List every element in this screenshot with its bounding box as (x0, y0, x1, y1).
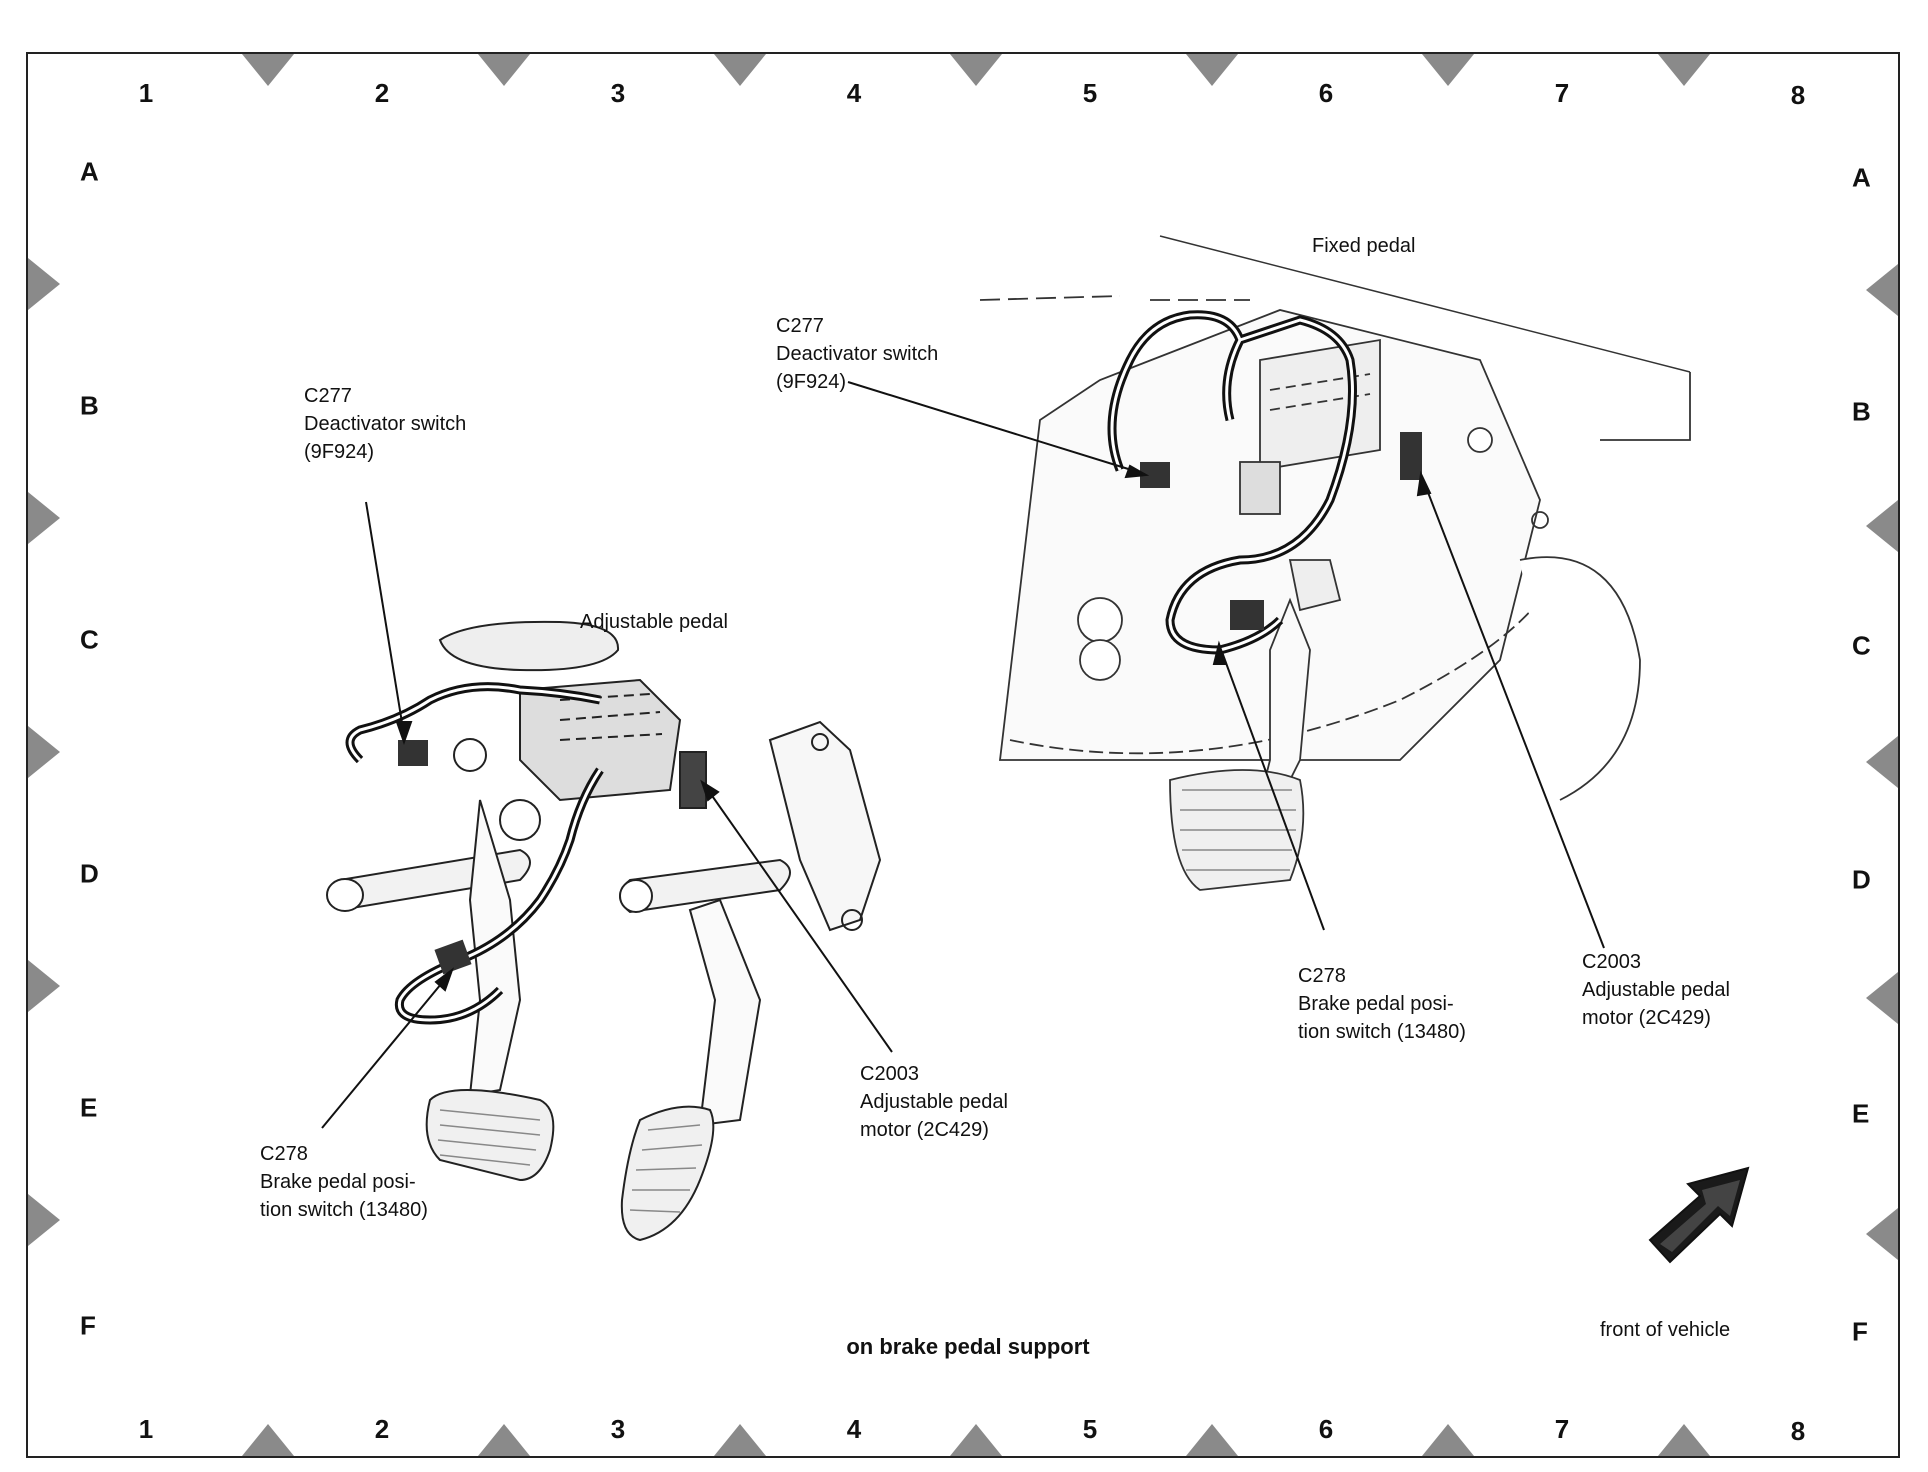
adjustable-pedal-assembly (326, 620, 882, 1242)
row-label-left: F (80, 1310, 96, 1341)
grid-markers-top (242, 54, 1710, 86)
column-label-top: 8 (1790, 80, 1806, 110)
row-label-right: A (1852, 162, 1871, 193)
connector-id: C278 (260, 1143, 308, 1165)
connector-id: C2003 (860, 1063, 919, 1085)
row-label-right: D (1852, 864, 1871, 895)
row-label-right: F (1852, 1316, 1868, 1347)
column-label-bottom: 1 (138, 1414, 154, 1444)
right-wiring-harness (1107, 310, 1422, 655)
component-name-cont: tion switch (13480) (1298, 1021, 1466, 1043)
column-label-bottom: 2 (374, 1414, 390, 1444)
column-label-bottom: 6 (1318, 1414, 1334, 1444)
grid-markers-left (28, 258, 60, 1246)
column-label-top: 4 (846, 78, 862, 108)
row-label-left: C (80, 624, 99, 655)
column-label-top: 2 (374, 78, 390, 108)
column-label-top: 1 (138, 78, 154, 108)
component-name: Deactivator switch (304, 413, 467, 435)
component-name-cont: motor (2C429) (860, 1119, 989, 1141)
column-label-bottom: 7 (1554, 1414, 1570, 1444)
grid-markers-right (1866, 264, 1898, 1260)
right-c277-callout: C277 Deactivator switch (9F924) (776, 312, 938, 396)
row-label-right: C (1852, 630, 1871, 661)
row-label-right: E (1852, 1098, 1870, 1129)
component-name: Adjustable pedal (860, 1091, 1008, 1113)
connector-id: C2003 (1582, 951, 1641, 973)
right-c2003-callout: C2003 Adjustable pedal motor (2C429) (1582, 948, 1730, 1032)
connector-id: C277 (304, 385, 352, 407)
left-c278-callout: C278 Brake pedal posi- tion switch (1348… (260, 1140, 428, 1224)
column-label-bottom: 5 (1082, 1414, 1098, 1444)
component-name-cont: tion switch (13480) (260, 1199, 428, 1221)
column-label-bottom: 8 (1790, 1416, 1806, 1446)
component-name: Adjustable pedal (1582, 979, 1730, 1001)
diagram-frame (26, 52, 1900, 1458)
column-label-top: 6 (1318, 78, 1334, 108)
leader-lines-right (847, 381, 1605, 949)
column-label-top: 3 (610, 78, 626, 108)
leader-lines-left (321, 501, 893, 1129)
part-number: (9F924) (304, 441, 375, 463)
fixed-pedal-title: Fixed pedal (1312, 235, 1416, 257)
row-label-left: B (80, 390, 99, 421)
left-c2003-callout: C2003 Adjustable pedal motor (2C429) (860, 1060, 1008, 1144)
front-of-vehicle-label: front of vehicle (1600, 1319, 1731, 1341)
left-c277-callout: C277 Deactivator switch (9F924) (304, 382, 466, 466)
row-label-left: E (80, 1092, 98, 1123)
left-wiring-harness (345, 682, 604, 1025)
component-name: Brake pedal posi- (1298, 993, 1454, 1015)
adjustable-pedal-title: Adjustable pedal (580, 611, 728, 633)
fixed-pedal-assembly (979, 235, 1691, 891)
grid-markers-bottom (242, 1424, 1710, 1456)
column-label-bottom: 3 (610, 1414, 626, 1444)
component-name: Brake pedal posi- (260, 1171, 416, 1193)
row-label-left: D (80, 858, 99, 889)
column-label-top: 7 (1554, 78, 1570, 108)
connector-id: C277 (776, 315, 824, 337)
column-label-bottom: 4 (846, 1414, 862, 1444)
column-label-top: 5 (1082, 78, 1098, 108)
right-c278-callout: C278 Brake pedal posi- tion switch (1348… (1298, 962, 1466, 1046)
front-of-vehicle-arrow-icon (1648, 1166, 1750, 1264)
row-label-left: A (80, 156, 99, 187)
row-label-right: B (1852, 396, 1871, 427)
component-name: Deactivator switch (776, 343, 939, 365)
connector-id: C278 (1298, 965, 1346, 987)
diagram-caption: on brake pedal support (846, 1334, 1090, 1359)
component-name-cont: motor (2C429) (1582, 1007, 1711, 1029)
part-number: (9F924) (776, 371, 847, 393)
